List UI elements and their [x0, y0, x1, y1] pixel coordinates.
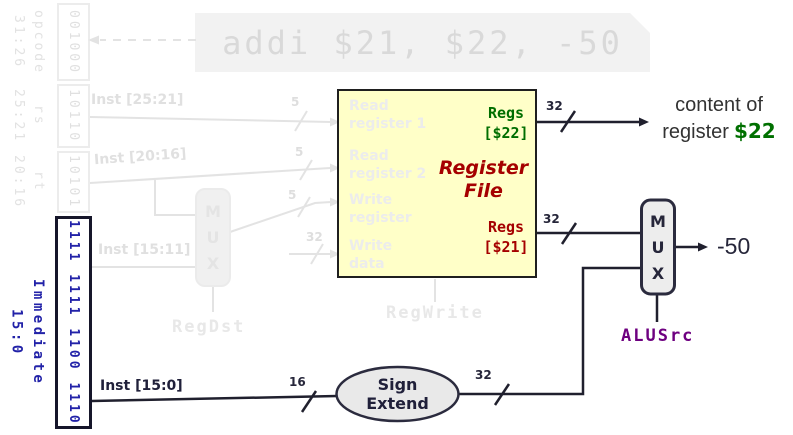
- register-file-title: Register File: [438, 157, 529, 202]
- label-inst-15-11: Inst [15:11]: [98, 242, 191, 258]
- field-value-immediate: 1111 1111 1100 1110: [66, 219, 81, 426]
- mux-letter-m: M: [205, 202, 221, 221]
- field-bits-opcode: 31:26: [10, 14, 26, 70]
- mux-letter-x: X: [651, 263, 665, 283]
- bus-width-32: 32: [306, 230, 323, 244]
- label-inst-15-0: Inst [15:0]: [100, 378, 183, 394]
- caption-line1: content of: [675, 94, 763, 116]
- regwrite-control-label: RegWrite: [386, 303, 484, 323]
- bus-width-16: 16: [289, 375, 306, 389]
- caption-register-word: register: [662, 121, 729, 143]
- alusrc-mux-output-value: -50: [717, 233, 751, 259]
- wire-inst-25-21: [89, 116, 332, 123]
- field-box-rt: 10101: [57, 151, 90, 213]
- field-box-immediate: 1111 1111 1100 1110: [55, 216, 92, 429]
- wire-inst-20-16: [89, 167, 331, 184]
- field-value-opcode: 001000: [66, 9, 81, 75]
- read-data-2-value: Regs [$21]: [483, 218, 529, 256]
- write-register-port: Write register: [349, 192, 412, 226]
- caption-line2: register$22: [645, 118, 793, 145]
- bus-width-5: 5: [295, 145, 304, 159]
- mux-letter-x: X: [206, 254, 220, 273]
- slash-32-read-data2: [560, 222, 578, 245]
- field-box-rs: 10110: [57, 84, 90, 148]
- regdst-mux: M U X: [196, 189, 230, 286]
- bus-width-32: 32: [475, 368, 492, 382]
- bus-width-5: 5: [291, 95, 300, 109]
- register-file: Read register 1 Read register 2 Write re…: [337, 89, 537, 278]
- field-box-opcode: 001000: [57, 3, 90, 81]
- label-inst-25-21: Inst [25:21]: [91, 92, 184, 108]
- bus-width-32: 32: [543, 212, 560, 226]
- label-inst-20-16: Inst [20:16]: [93, 145, 187, 169]
- mux-letter-u: U: [651, 237, 665, 257]
- field-value-rs: 10110: [66, 88, 81, 144]
- wire-inst-15-0: [91, 394, 338, 403]
- instruction-banner: addi $21, $22, -50: [195, 13, 650, 72]
- alusrc-control-label: ALUSrc: [621, 326, 695, 346]
- field-label-opcode: opcode 31:26: [6, 3, 48, 81]
- slash-32-signext: [493, 383, 511, 406]
- bus-width-5: 5: [288, 188, 297, 202]
- alusrc-mux: M U X: [641, 200, 675, 294]
- field-value-rt: 10101: [66, 154, 81, 210]
- field-name-rt: rt: [31, 171, 46, 193]
- field-label-immediate: Immediate 15:0: [6, 272, 48, 394]
- field-label-rt: rt 20:16: [6, 151, 48, 213]
- mux-letter-m: M: [650, 211, 666, 231]
- slash-32-writedata: [310, 243, 324, 265]
- sign-extend-label: Sign Extend: [366, 375, 429, 413]
- field-bits-rs: 25:21: [10, 88, 26, 144]
- read-data-1-value: Regs [$22]: [483, 104, 529, 142]
- caption-register-number: $22: [733, 119, 776, 143]
- field-name-rs: rs: [31, 105, 46, 127]
- arrowhead-mux-out: [698, 242, 708, 252]
- slash-5-read2: [299, 159, 313, 181]
- field-name-opcode: opcode: [31, 9, 46, 75]
- read-data-1-caption: content of register$22: [645, 92, 793, 145]
- bus-width-32: 32: [546, 99, 563, 113]
- instruction-text: addi $21, $22, -50: [222, 23, 623, 62]
- wire-inst-20-16-branch: [154, 180, 196, 216]
- slash-16-imm: [300, 390, 318, 413]
- read-register-1-port: Read register 1: [349, 98, 427, 132]
- slash-5-read1: [294, 110, 308, 132]
- field-bits-immediate: 15:0: [8, 309, 25, 357]
- read-register-2-port: Read register 2: [349, 148, 427, 182]
- regdst-control-label: RegDst: [172, 317, 246, 337]
- mux-letter-u: U: [206, 228, 220, 247]
- slash-32-read-data1: [559, 110, 577, 133]
- write-data-port: Write data: [349, 238, 393, 272]
- slash-5-writereg: [297, 196, 311, 218]
- wire-regdst-mux-out: [229, 201, 332, 233]
- field-label-rs: rs 25:21: [6, 84, 48, 148]
- field-name-immediate: Immediate: [30, 279, 46, 387]
- field-bits-rt: 20:16: [10, 154, 26, 210]
